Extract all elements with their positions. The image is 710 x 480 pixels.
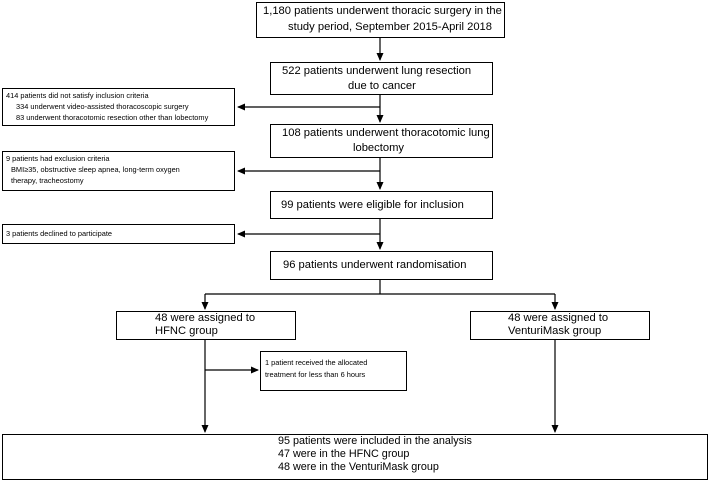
- hfnc-group-line1: 48 were assigned to: [155, 312, 256, 324]
- box-lobectomy: [270, 124, 493, 158]
- flow-connectors: [201, 38, 559, 433]
- randomised-line1: 96 patients underwent randomisation: [283, 259, 467, 271]
- hfnc-group-line2: HFNC group: [155, 325, 218, 337]
- lobectomy-line2: lobectomy: [353, 142, 404, 154]
- box-randomised: [270, 251, 493, 280]
- excluded-inclusion-line1: 414 patients did not satisfy inclusion c…: [6, 91, 149, 100]
- screened-line1: 1,180 patients underwent thoracic surger…: [263, 5, 502, 17]
- box-excluded-inclusion: [2, 88, 235, 126]
- screened-line2: study period, September 2015-April 2018: [288, 21, 492, 33]
- lobectomy-line1: 108 patients underwent thoracotomic lung: [282, 127, 490, 139]
- excluded-inclusion-line3: 83 underwent thoracotomic resection othe…: [16, 113, 209, 122]
- box-hfnc-excluded: [260, 351, 407, 391]
- excluded-exclusion-line1: 9 patients had exclusion criteria: [6, 154, 110, 163]
- venturi-group-line2: VenturiMask group: [508, 325, 602, 337]
- venturi-group-line1: 48 were assigned to: [508, 312, 609, 324]
- declined-line1: 3 patients declined to participate: [6, 229, 113, 238]
- analysis-line1: 95 patients were included in the analysi…: [278, 435, 472, 447]
- excluded-exclusion-line3: therapy, tracheostomy: [11, 176, 84, 185]
- lung-resection-line1: 522 patients underwent lung resection: [282, 65, 472, 77]
- analysis-line2: 47 were in the HFNC group: [278, 448, 410, 460]
- box-eligible: [270, 191, 493, 219]
- box-screened: [256, 2, 505, 38]
- eligible-line1: 99 patients were eligible for inclusion: [281, 199, 464, 211]
- lung-resection-line2: due to cancer: [348, 80, 416, 92]
- box-lung-resection: [270, 62, 493, 95]
- box-excluded-exclusion: [2, 151, 235, 191]
- hfnc-excluded-line1: 1 patient received the allocated: [265, 358, 368, 367]
- excluded-inclusion-line2: 334 underwent video-assisted thoracoscop…: [16, 102, 189, 111]
- box-declined: [2, 224, 235, 244]
- analysis-line3: 48 were in the VenturiMask group: [278, 461, 439, 473]
- box-hfnc-group: [116, 311, 296, 340]
- hfnc-excluded-line2: treatment for less than 6 hours: [265, 370, 366, 379]
- excluded-exclusion-line2: BMI≥35, obstructive sleep apnea, long-te…: [11, 165, 180, 174]
- box-venturi-group: [470, 311, 650, 340]
